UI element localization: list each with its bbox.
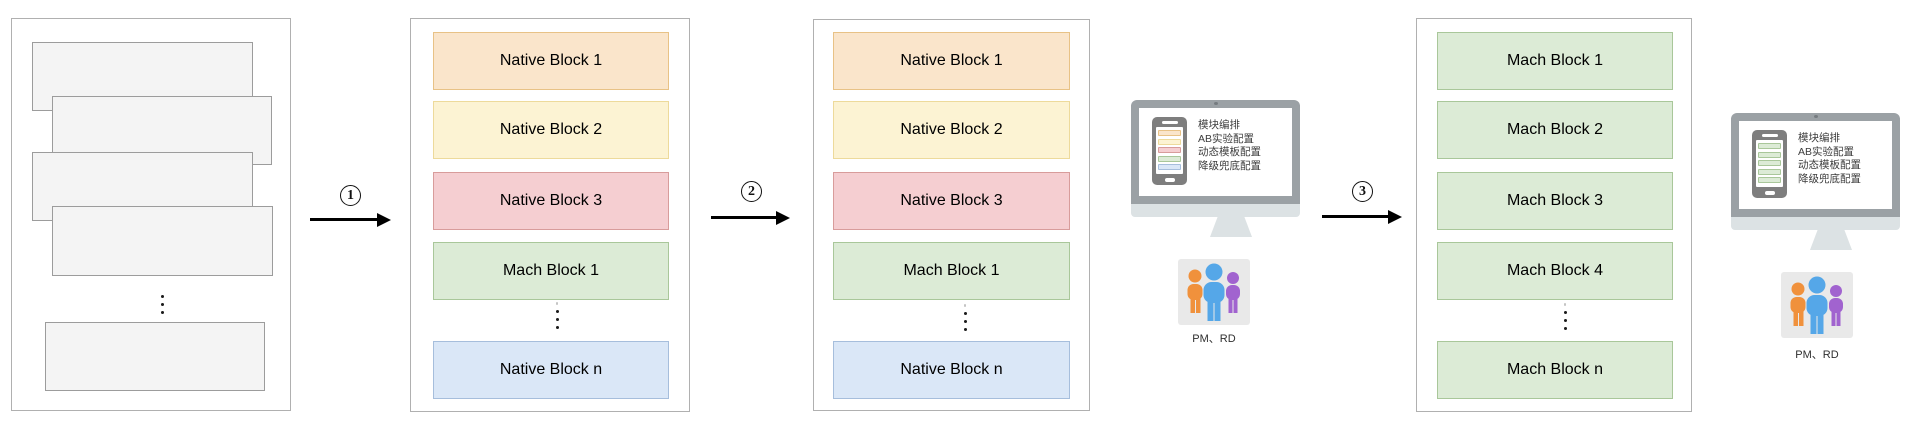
phone-speaker xyxy=(1161,121,1178,124)
block-label: Mach Block 3 xyxy=(1506,192,1604,209)
person-blue xyxy=(1806,276,1828,334)
camera-dot-icon xyxy=(1813,115,1818,118)
person-blue xyxy=(1203,263,1225,321)
monitor-chin xyxy=(1731,217,1900,230)
phone-home-button xyxy=(1764,191,1775,195)
console-feature-list: 模块编排 AB实验配置 动态模板配置 降级兜底配置 xyxy=(1198,119,1261,173)
arrow-right-icon xyxy=(1322,215,1388,218)
mach-blocks-panel: Mach Block 1 Mach Block 2 Mach Block 3 M… xyxy=(1416,18,1692,412)
phone-bar xyxy=(1758,143,1781,149)
phone-bar xyxy=(1158,164,1181,170)
monitor-stand xyxy=(1210,217,1252,237)
vertical-ellipsis-icon xyxy=(1561,303,1569,330)
phone-screen xyxy=(1156,127,1183,174)
block-label: Mach Block 1 xyxy=(502,262,600,279)
native-block-n: Native Block n xyxy=(433,341,669,399)
step-2-badge: 2 xyxy=(741,181,762,202)
phone-bar xyxy=(1758,160,1781,166)
mixed-blocks-panel-1: Native Block 1 Native Block 2 Native Blo… xyxy=(410,18,690,412)
monitor-screen: 模块编排 AB实验配置 动态模板配置 降级兜底配置 xyxy=(1739,121,1892,209)
team-people-icon xyxy=(1781,272,1853,338)
phone-bar xyxy=(1158,130,1181,136)
phone-icon xyxy=(1752,130,1787,198)
block-label: Mach Block 1 xyxy=(1506,52,1604,69)
phone-icon xyxy=(1152,117,1187,185)
native-block-2: Native Block 2 xyxy=(833,101,1070,159)
team-label: PM、RD xyxy=(1795,349,1839,361)
person-purple xyxy=(1226,272,1240,313)
feature-item: AB实验配置 xyxy=(1798,145,1855,158)
block-label: Native Block 2 xyxy=(499,121,603,138)
block-label: Mach Block n xyxy=(1506,361,1604,378)
vertical-ellipsis-icon xyxy=(553,302,561,329)
feature-item: 模块编排 xyxy=(1798,132,1840,144)
phone-screen xyxy=(1756,140,1783,187)
mach-block-4: Mach Block 4 xyxy=(1437,242,1673,300)
block-label: Native Block 3 xyxy=(900,192,1003,209)
arrow-right-icon xyxy=(711,216,776,219)
person-orange xyxy=(1790,282,1806,326)
native-block-n: Native Block n xyxy=(833,341,1070,399)
block-label: Native Block n xyxy=(900,361,1003,378)
phone-speaker xyxy=(1761,134,1778,137)
mach-block-1: Mach Block 1 xyxy=(1437,32,1673,90)
config-console-2: 模块编排 AB实验配置 动态模板配置 降级兜底配置 xyxy=(1731,113,1920,361)
block-label: Native Block 1 xyxy=(499,52,603,69)
person-purple xyxy=(1829,285,1843,326)
block-label: Native Block 3 xyxy=(499,192,603,209)
feature-item: 动态模板配置 xyxy=(1798,159,1861,172)
team-label: PM、RD xyxy=(1192,333,1236,345)
phone-home-button xyxy=(1164,178,1175,182)
monitor-icon: 模块编排 AB实验配置 动态模板配置 降级兜底配置 xyxy=(1731,113,1920,250)
feature-item: 降级兜底配置 xyxy=(1198,159,1261,172)
team-people-icon xyxy=(1178,259,1250,325)
monitor-bezel: 模块编排 AB实验配置 动态模板配置 降级兜底配置 xyxy=(1731,113,1900,217)
monitor-screen: 模块编排 AB实验配置 动态模板配置 降级兜底配置 xyxy=(1139,108,1292,196)
phone-bar xyxy=(1758,177,1781,183)
person-orange xyxy=(1187,269,1203,313)
mach-block-n: Mach Block n xyxy=(1437,341,1673,399)
feature-item: AB实验配置 xyxy=(1198,132,1255,145)
page-card xyxy=(45,322,265,391)
phone-bar xyxy=(1158,155,1181,162)
arrow-right-icon xyxy=(310,218,377,221)
block-label: Native Block 1 xyxy=(900,52,1003,69)
monitor-chin xyxy=(1131,204,1300,217)
mach-block-1: Mach Block 1 xyxy=(833,242,1070,300)
mach-block-3: Mach Block 3 xyxy=(1437,172,1673,230)
vertical-ellipsis-icon xyxy=(961,304,969,331)
phone-bar xyxy=(1758,168,1781,175)
mixed-blocks-panel-2: Native Block 1 Native Block 2 Native Blo… xyxy=(813,19,1090,411)
camera-dot-icon xyxy=(1213,102,1218,105)
native-block-1: Native Block 1 xyxy=(433,32,669,90)
mach-block-1: Mach Block 1 xyxy=(433,242,669,300)
native-block-1: Native Block 1 xyxy=(833,32,1070,90)
block-label: Mach Block 2 xyxy=(1506,121,1604,138)
monitor-stand xyxy=(1810,230,1852,250)
config-console-1: 模块编排 AB实验配置 动态模板配置 降级兜底配置 xyxy=(1131,100,1331,345)
phone-bar xyxy=(1758,151,1781,158)
feature-item: 模块编排 xyxy=(1198,119,1240,131)
native-block-2: Native Block 2 xyxy=(433,101,669,159)
block-label: Mach Block 1 xyxy=(903,262,1000,279)
block-label: Mach Block 4 xyxy=(1506,262,1604,279)
monitor-bezel: 模块编排 AB实验配置 动态模板配置 降级兜底配置 xyxy=(1131,100,1300,204)
native-block-3: Native Block 3 xyxy=(833,172,1070,230)
block-label: Native Block n xyxy=(499,361,603,378)
console-feature-list: 模块编排 AB实验配置 动态模板配置 降级兜底配置 xyxy=(1798,132,1861,186)
block-label: Native Block 2 xyxy=(900,121,1003,138)
source-pages-panel xyxy=(11,18,291,411)
feature-item: 动态模板配置 xyxy=(1198,146,1261,159)
mach-block-2: Mach Block 2 xyxy=(1437,101,1673,159)
phone-bar xyxy=(1158,138,1181,145)
native-block-3: Native Block 3 xyxy=(433,172,669,230)
vertical-ellipsis-icon xyxy=(158,295,166,314)
monitor-icon: 模块编排 AB实验配置 动态模板配置 降级兜底配置 xyxy=(1131,100,1331,237)
step-1-badge: 1 xyxy=(340,185,361,206)
feature-item: 降级兜底配置 xyxy=(1798,172,1861,185)
step-3-badge: 3 xyxy=(1352,181,1373,202)
page-card xyxy=(52,206,273,276)
phone-bar xyxy=(1158,147,1181,153)
